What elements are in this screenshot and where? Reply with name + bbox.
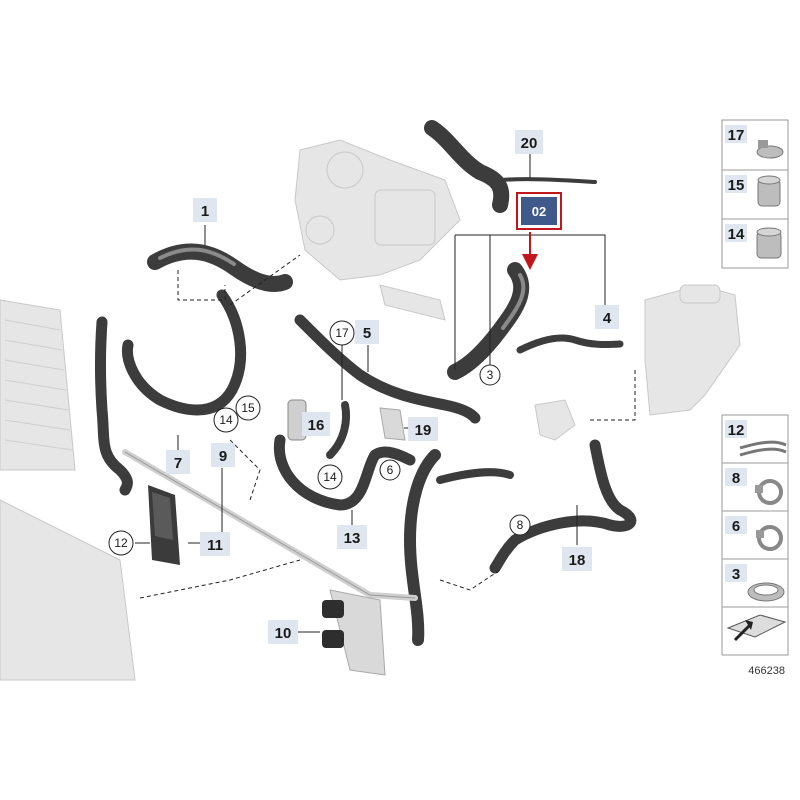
- callout-tag-11[interactable]: 11: [200, 532, 230, 556]
- callout-tag-10[interactable]: 10: [268, 620, 298, 644]
- legend-top: 17 15 14: [721, 119, 789, 269]
- svg-text:15: 15: [728, 177, 745, 194]
- callout-tag-20[interactable]: 20: [515, 130, 543, 154]
- callout-circle-14a[interactable]: 14: [213, 407, 239, 433]
- callout-tag-13[interactable]: 13: [337, 525, 367, 549]
- svg-text:02: 02: [532, 204, 546, 219]
- callout-circle-17[interactable]: 17: [329, 320, 355, 346]
- legend-item-14[interactable]: 14: [725, 224, 782, 259]
- svg-text:6: 6: [732, 518, 740, 535]
- radiator-ghost: [0, 299, 136, 681]
- svg-text:10: 10: [275, 625, 292, 642]
- quick-connector-icon: [756, 227, 782, 259]
- callout-tag-19[interactable]: 19: [408, 417, 438, 441]
- hose-13[interactable]: [273, 434, 416, 511]
- callout-circle-6[interactable]: 6: [379, 459, 401, 481]
- svg-text:3: 3: [732, 566, 740, 583]
- hose-4[interactable]: [516, 334, 624, 354]
- callout-tag-18[interactable]: 18: [562, 547, 592, 571]
- hose-6[interactable]: [404, 449, 514, 646]
- svg-text:15: 15: [241, 401, 255, 415]
- reference-number: 466238: [748, 665, 785, 677]
- hose-clip-icon: [755, 479, 783, 505]
- svg-text:8: 8: [732, 470, 740, 487]
- callout-circle-15[interactable]: 15: [235, 395, 261, 421]
- svg-text:18: 18: [569, 552, 586, 569]
- callout-circle-8[interactable]: 8: [509, 514, 531, 536]
- legend-item-insert[interactable]: [726, 614, 787, 642]
- hose-1[interactable]: [147, 243, 293, 293]
- bracket-10[interactable]: [322, 589, 386, 676]
- bracket-strip-icon: [739, 440, 787, 457]
- quick-connector-icon: [757, 175, 781, 207]
- svg-text:14: 14: [323, 470, 337, 484]
- svg-text:4: 4: [603, 310, 612, 327]
- svg-text:20: 20: [521, 135, 538, 152]
- legend-item-6[interactable]: 6: [725, 516, 783, 551]
- svg-text:14: 14: [728, 226, 745, 243]
- svg-text:6: 6: [387, 463, 394, 477]
- insert-arrow-icon: [726, 614, 787, 642]
- rod-9[interactable]: [122, 449, 418, 601]
- callout-tag-7[interactable]: 7: [166, 450, 190, 474]
- clamp-band-icon: [756, 140, 784, 159]
- svg-text:5: 5: [363, 325, 371, 342]
- hose-5[interactable]: [294, 314, 481, 424]
- callout-circle-12[interactable]: 12: [108, 530, 134, 556]
- callout-tag-5[interactable]: 5: [355, 320, 379, 344]
- highlight-tag-02[interactable]: 02: [516, 192, 562, 230]
- holder-12[interactable]: [148, 485, 180, 565]
- hose-20[interactable]: [424, 120, 597, 213]
- svg-text:12: 12: [114, 536, 128, 550]
- callout-tag-1[interactable]: 1: [193, 198, 217, 222]
- svg-text:9: 9: [219, 448, 227, 465]
- callout-circle-3[interactable]: 3: [479, 364, 501, 386]
- leader-lines: [135, 150, 636, 633]
- spring-clamp-icon: [747, 582, 785, 602]
- callout-circles: 3 6 8 12 14 14 15 17: [108, 320, 531, 556]
- callout-tag-4[interactable]: 4: [595, 305, 619, 329]
- svg-text:19: 19: [415, 422, 432, 439]
- hose-02[interactable]: [447, 262, 530, 380]
- svg-text:17: 17: [728, 127, 745, 144]
- svg-text:3: 3: [487, 368, 494, 382]
- svg-text:12: 12: [728, 422, 745, 439]
- egr-cooler-ghost: [294, 139, 461, 321]
- legend-item-8[interactable]: 8: [725, 468, 783, 505]
- legend-item-3[interactable]: 3: [725, 564, 785, 602]
- bracket-19[interactable]: [379, 407, 406, 441]
- svg-text:14: 14: [219, 413, 233, 427]
- expansion-tank-ghost: [644, 284, 741, 416]
- svg-text:7: 7: [174, 455, 182, 472]
- callout-tag-9[interactable]: 9: [211, 443, 235, 467]
- legend-item-12[interactable]: 12: [725, 420, 787, 457]
- hose-16[interactable]: [326, 401, 351, 459]
- svg-text:1: 1: [201, 203, 209, 220]
- legend-item-15[interactable]: 15: [725, 175, 781, 207]
- callout-tags: 1 20 4 5 7 9 10 11 13 16 18 19: [166, 130, 619, 644]
- svg-text:13: 13: [344, 530, 361, 547]
- svg-text:8: 8: [517, 518, 524, 532]
- callout-circle-14b[interactable]: 14: [317, 464, 343, 490]
- svg-text:11: 11: [207, 537, 223, 554]
- hose-clip-icon: [756, 525, 783, 551]
- svg-text:16: 16: [308, 417, 325, 434]
- legend-item-17[interactable]: 17: [725, 125, 784, 159]
- svg-text:17: 17: [335, 326, 349, 340]
- legend-bottom: 12 8 6 3: [721, 414, 789, 656]
- callout-tag-16[interactable]: 16: [302, 412, 330, 436]
- hose-7[interactable]: [95, 289, 247, 496]
- water-pump-ghost: [534, 399, 576, 441]
- hose-18[interactable]: [489, 439, 637, 574]
